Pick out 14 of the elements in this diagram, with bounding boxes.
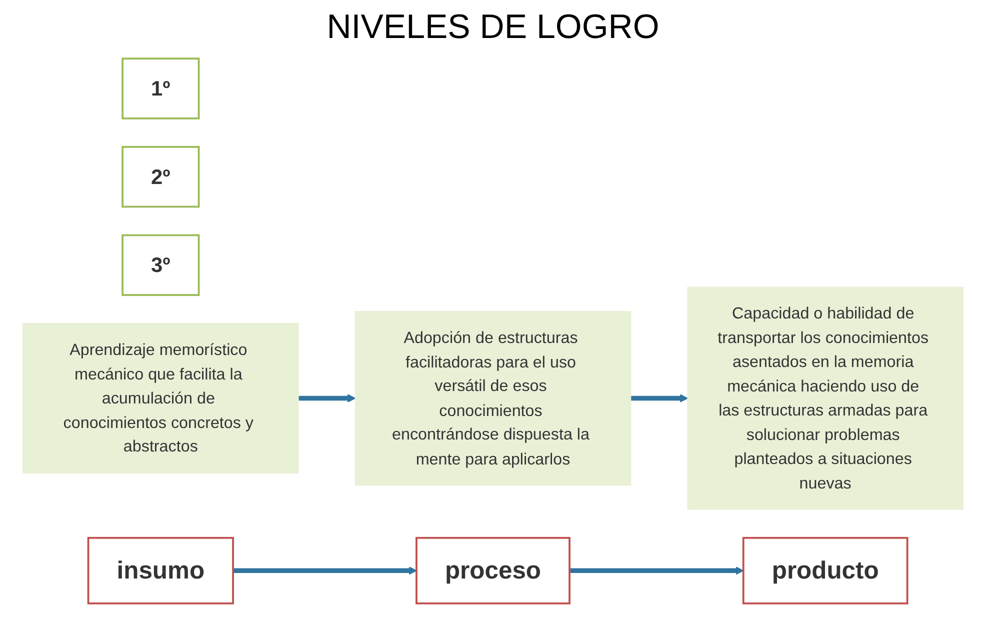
node-box: 2º (122, 146, 200, 208)
node-box: proceso (416, 536, 570, 604)
node-box: producto (742, 536, 908, 604)
node-box: 1º (122, 58, 200, 120)
node-box: insumo (87, 536, 234, 604)
node-box: Adopción de estructuras facilitadoras para el uso versátil de esos conocimientos encontrándose dispuesta la mente para aplicarlos (354, 310, 632, 486)
arrow (298, 394, 356, 402)
arrow (630, 394, 688, 402)
node-box: Capacidad o habilidad de transportar los conocimientos asentados en la memoria mecánica haciendo uso de las estructuras armadas para solucionar problemas planteados a situaciones nuevas (687, 286, 964, 510)
arrow (233, 566, 417, 575)
diagram-title: NIVELES DE LOGRO (326, 8, 660, 47)
node-box: 3º (122, 234, 200, 296)
arrow (570, 566, 744, 575)
node-box: Aprendizaje memorístico mecánico que facilita la acumulación de conocimientos concretos y abstractos (22, 323, 299, 474)
